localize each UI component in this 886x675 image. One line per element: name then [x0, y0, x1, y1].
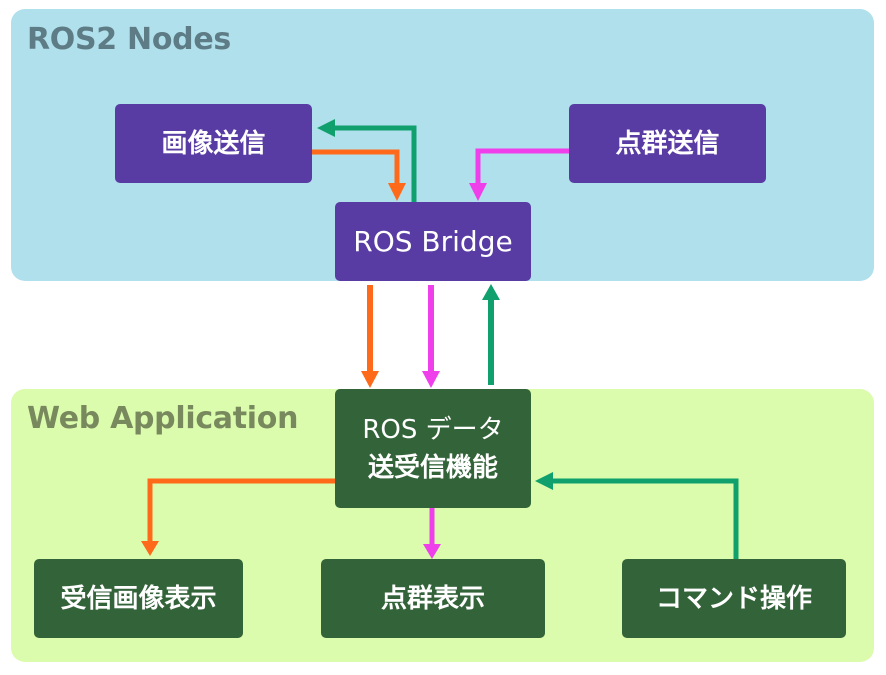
arrow-io-to-bridge-command	[482, 284, 500, 385]
node-image-view: 受信画像表示	[34, 559, 243, 638]
node-ros-data-io-label-line1: ROS データ	[362, 414, 504, 445]
ros2-nodes-title: ROS2 Nodes	[27, 22, 231, 57]
node-image-view-label: 受信画像表示	[60, 583, 217, 614]
node-ros-data-io: ROS データ 送受信機能	[335, 389, 531, 508]
node-pointcloud-send: 点群送信	[569, 104, 766, 183]
node-pointcloud-send-label: 点群送信	[615, 128, 720, 159]
arrow-bridge-to-io-pointcloud	[422, 285, 440, 388]
node-ros-bridge-label: ROS Bridge	[353, 224, 513, 258]
node-pointcloud-view-label: 点群表示	[380, 583, 485, 614]
node-command-label: コマンド操作	[655, 583, 812, 614]
node-image-send-label: 画像送信	[161, 128, 266, 159]
node-pointcloud-view: 点群表示	[321, 559, 545, 638]
arrow-bridge-to-io-image	[361, 285, 379, 388]
web-application-title: Web Application	[27, 401, 299, 436]
node-ros-bridge: ROS Bridge	[335, 202, 531, 281]
node-command: コマンド操作	[622, 559, 846, 638]
node-image-send: 画像送信	[115, 104, 312, 183]
node-ros-data-io-label-line2: 送受信機能	[367, 452, 498, 483]
